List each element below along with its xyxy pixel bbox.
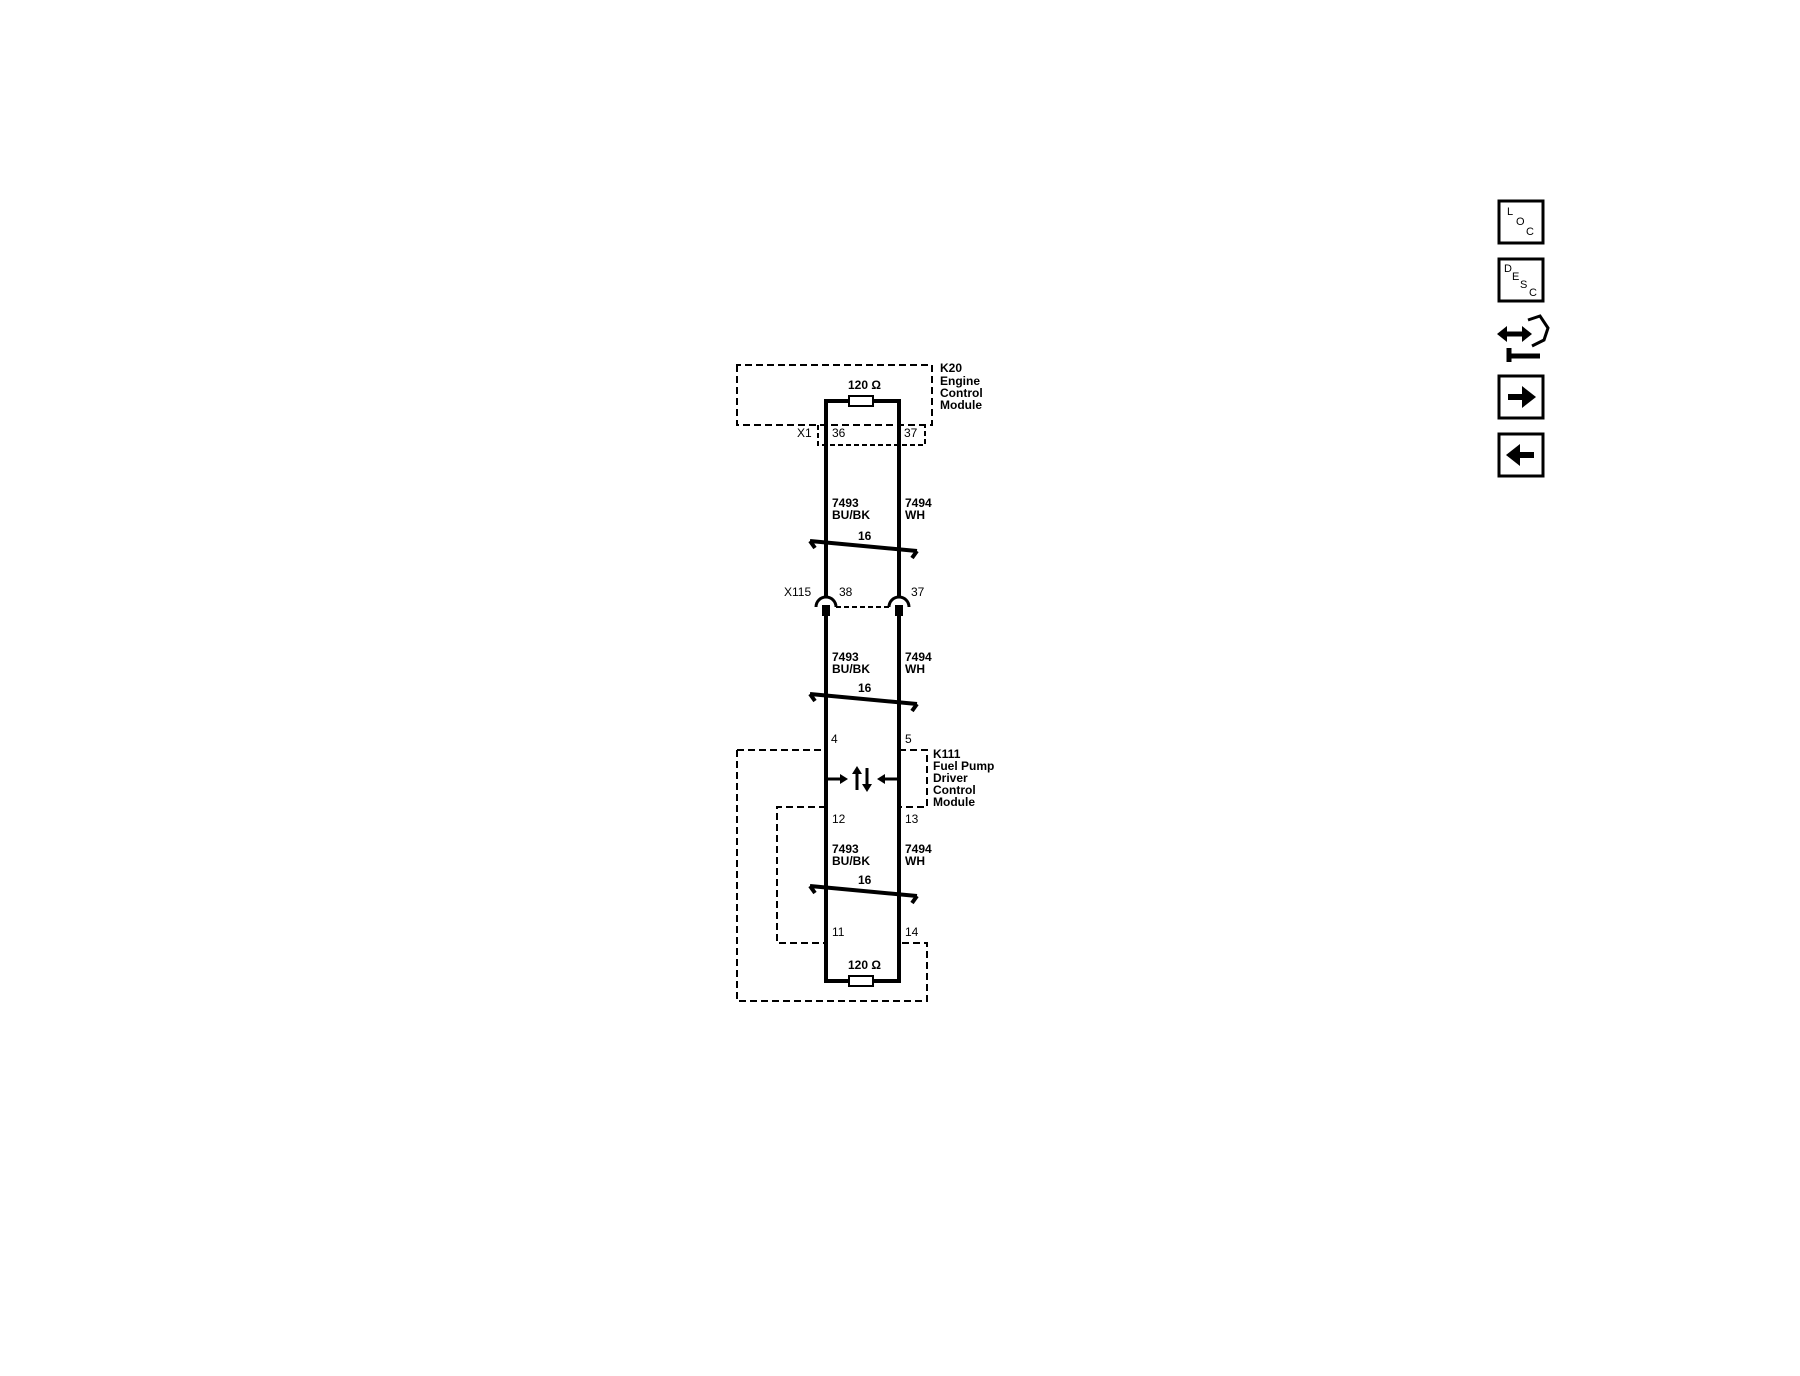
seg2-left-color: BU/BK — [832, 662, 870, 676]
fpdcm-resistor-value: 120 Ω — [848, 958, 881, 972]
fpdcm-name-line-1: Fuel Pump — [933, 759, 994, 773]
ecm-name-line-3: Module — [940, 398, 982, 412]
loc-letter-3: C — [1526, 226, 1534, 238]
fpdcm-outline-top-right — [899, 749, 928, 808]
fpdcm-name-line-3: Control — [933, 783, 976, 797]
desc-letter-2: E — [1512, 271, 1519, 283]
seg3-left-color: BU/BK — [832, 854, 870, 868]
loc-letter-2: O — [1516, 216, 1525, 228]
seg1-left-circuit: 7493 — [832, 496, 859, 510]
seg2-left-circuit: 7493 — [832, 650, 859, 664]
seg2-twist-label: 16 — [858, 681, 872, 695]
fpdcm-pin-13: 13 — [905, 812, 919, 826]
desc-letter-4: C — [1529, 287, 1537, 299]
seg2-right-circuit: 7494 — [905, 650, 932, 664]
ecm-resistor-value: 120 Ω — [848, 378, 881, 392]
ecm-connector-outline — [817, 425, 926, 446]
x115-male-left — [822, 605, 830, 616]
arrow-right-icon — [1508, 386, 1536, 408]
fpdcm-pin-12: 12 — [832, 812, 846, 826]
x115-pin-right: 37 — [911, 585, 925, 599]
ecm-id: K20 — [940, 361, 962, 375]
ecm-name-line-1: Engine — [940, 374, 980, 388]
previous-page-button[interactable] — [1497, 432, 1545, 478]
x115-male-right — [895, 605, 903, 616]
seg1-right-color: WH — [905, 508, 925, 522]
wire-top-right-join — [873, 399, 901, 403]
x115-female-left — [814, 595, 838, 608]
seg1-left-color: BU/BK — [832, 508, 870, 522]
seg3-twist-label: 16 — [858, 873, 872, 887]
wire-segment-2: 7493 BU/BK 7494 WH 16 — [808, 650, 932, 713]
connector-swap-icon[interactable] — [1497, 314, 1550, 362]
x115-connector: X115 38 37 — [784, 585, 925, 616]
x115-female-right — [887, 595, 911, 608]
seg2-right-color: WH — [905, 662, 925, 676]
component-location-button[interactable]: L O C — [1497, 199, 1545, 245]
fpdcm-pin-11: 11 — [832, 925, 845, 939]
ecm-module: K20 Engine Control Module X1 36 37 120 Ω — [736, 361, 983, 446]
next-page-button[interactable] — [1497, 374, 1545, 420]
fpdcm-outline-inner — [776, 806, 826, 944]
seg1-twisted-pair-symbol — [808, 539, 919, 560]
fpdcm-id: K111 — [933, 747, 961, 761]
serial-data-arrows-icon — [826, 766, 899, 792]
can-wires — [824, 399, 901, 983]
arrow-left-icon — [1506, 444, 1534, 466]
x115-pin-left: 38 — [839, 585, 853, 599]
fpdcm-pin-14: 14 — [905, 925, 919, 939]
desc-letter-3: S — [1520, 279, 1527, 291]
loc-letter-1: L — [1507, 206, 1513, 218]
fpdcm-name-line-4: Module — [933, 795, 975, 809]
fpdcm-pin-5: 5 — [905, 732, 912, 746]
seg2-twisted-pair-symbol — [808, 692, 919, 713]
ecm-name-line-2: Control — [940, 386, 983, 400]
seg3-twisted-pair-symbol — [808, 884, 919, 905]
wire-top-left-join — [824, 399, 849, 403]
ecm-connector-id: X1 — [797, 426, 812, 440]
seg3-left-circuit: 7493 — [832, 842, 859, 856]
desc-letter-1: D — [1504, 263, 1512, 275]
fpdcm-module: 4 5 K111 Fuel Pump Driver Control Module… — [736, 732, 994, 1002]
x115-id: X115 — [784, 585, 811, 599]
seg1-twist-label: 16 — [858, 529, 872, 543]
fpdcm-outline-outer — [736, 750, 928, 1002]
seg3-right-color: WH — [905, 854, 925, 868]
ecm-terminating-resistor — [848, 395, 874, 407]
ecm-pin-right: 37 — [904, 426, 918, 440]
fpdcm-name-line-2: Driver — [933, 771, 968, 785]
fpdcm-pin-4: 4 — [831, 732, 838, 746]
ecm-pin-left: 36 — [832, 426, 846, 440]
seg1-right-circuit: 7494 — [905, 496, 932, 510]
nav-buttons: L O C D E S C — [1497, 199, 1550, 478]
seg3-right-circuit: 7494 — [905, 842, 932, 856]
wire-segment-1: 7493 BU/BK 7494 WH 16 — [808, 496, 932, 560]
fpdcm-terminating-resistor — [848, 975, 874, 987]
component-description-button[interactable]: D E S C — [1497, 257, 1545, 303]
ecm-outline — [736, 364, 933, 426]
